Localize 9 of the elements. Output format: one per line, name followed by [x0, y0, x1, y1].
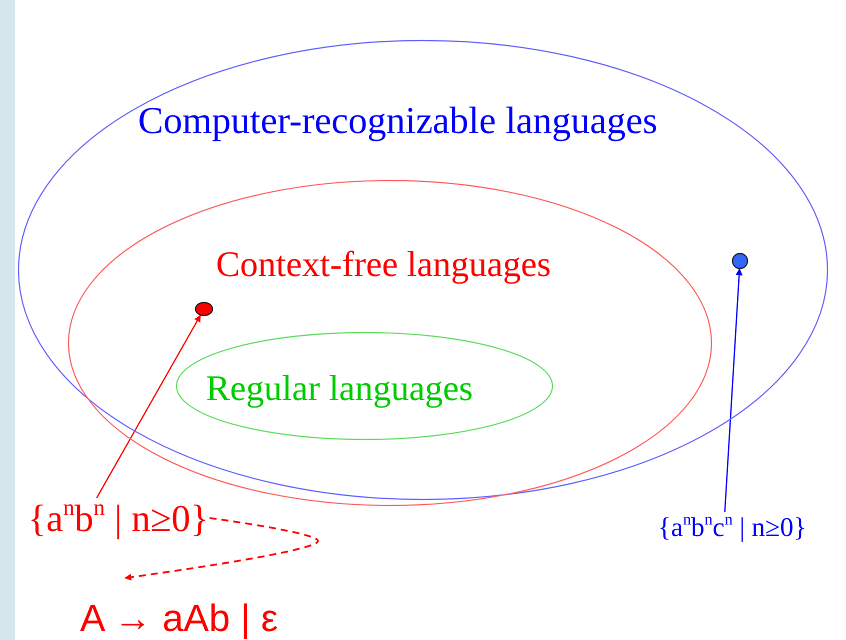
set-label: Context-free languages — [216, 246, 551, 282]
set-expression: {a$^{n}$b$^{n}$ | n≥0} — [28, 500, 209, 538]
dashed-arrow — [124, 517, 319, 581]
set-label: Computer-recognizable languages — [138, 102, 658, 140]
grammar-rule: A → aAb | ε — [80, 600, 278, 638]
arrow — [96, 314, 201, 498]
set-expression: {a$^{n}$b$^{n}$c$^{n}$ | n≥0} — [658, 514, 806, 541]
set-label: Regular languages — [206, 370, 473, 406]
arrow — [724, 268, 743, 512]
